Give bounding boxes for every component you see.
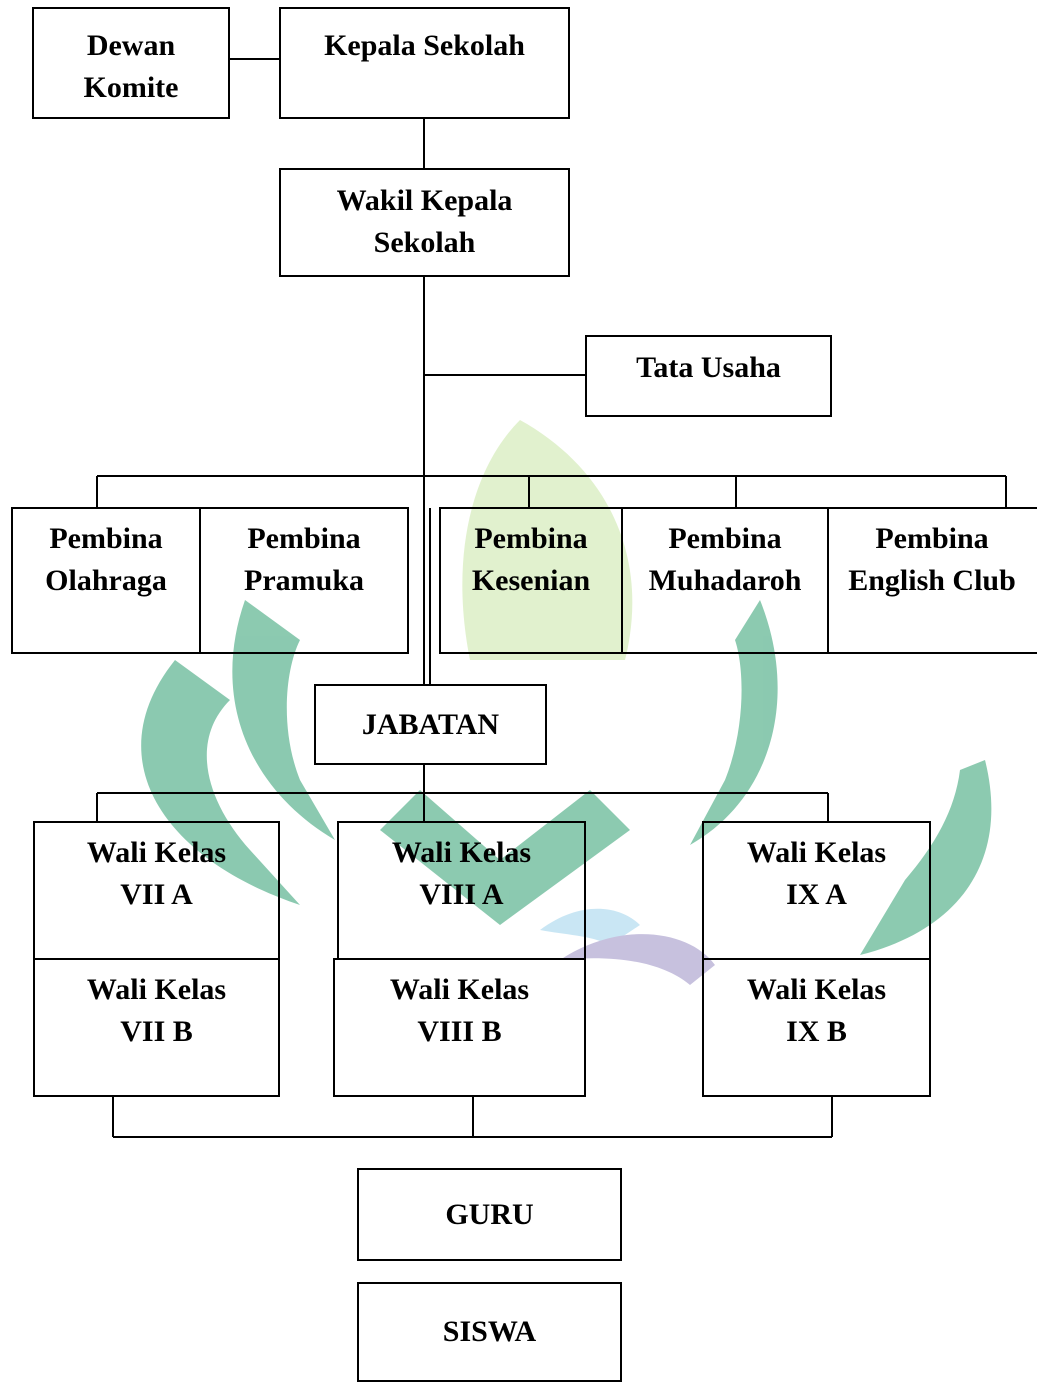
node-pembina-pramuka: Pembina Pramuka bbox=[199, 507, 409, 654]
watermark-leaf-left-inner bbox=[232, 600, 335, 840]
node-kepala-sekolah: Kepala Sekolah bbox=[279, 7, 570, 119]
node-pembina-kesenian: Pembina Kesenian bbox=[439, 507, 623, 654]
watermark-leaf-center bbox=[462, 420, 633, 660]
node-wali-kelas-ix-a: Wali Kelas IX A bbox=[702, 821, 931, 960]
node-wali-kelas-viii-b: Wali Kelas VIII B bbox=[333, 958, 586, 1097]
watermark-leaf-right bbox=[860, 760, 992, 955]
watermark-leaf-right-inner bbox=[690, 600, 778, 845]
node-wali-kelas-vii-b: Wali Kelas VII B bbox=[33, 958, 280, 1097]
watermark-purple-stripe bbox=[560, 934, 715, 985]
node-pembina-olahraga: Pembina Olahraga bbox=[11, 507, 201, 654]
node-wali-kelas-vii-a: Wali Kelas VII A bbox=[33, 821, 280, 960]
node-wali-kelas-ix-b: Wali Kelas IX B bbox=[702, 958, 931, 1097]
node-siswa: SISWA bbox=[357, 1282, 622, 1382]
watermark-chevron bbox=[380, 790, 630, 925]
node-dewan-komite: Dewan Komite bbox=[32, 7, 230, 119]
node-jabatan: JABATAN bbox=[314, 684, 547, 765]
node-tata-usaha: Tata Usaha bbox=[585, 335, 832, 417]
node-guru: GURU bbox=[357, 1168, 622, 1261]
node-wali-kelas-viii-a: Wali Kelas VIII A bbox=[337, 821, 586, 960]
watermark-blue-stripe bbox=[540, 908, 640, 945]
node-pembina-muhadaroh: Pembina Muhadaroh bbox=[621, 507, 829, 654]
watermark-leaf-left bbox=[141, 660, 300, 905]
node-pembina-english-club: Pembina English Club bbox=[827, 507, 1037, 654]
node-wakil-kepala-sekolah: Wakil Kepala Sekolah bbox=[279, 168, 570, 277]
